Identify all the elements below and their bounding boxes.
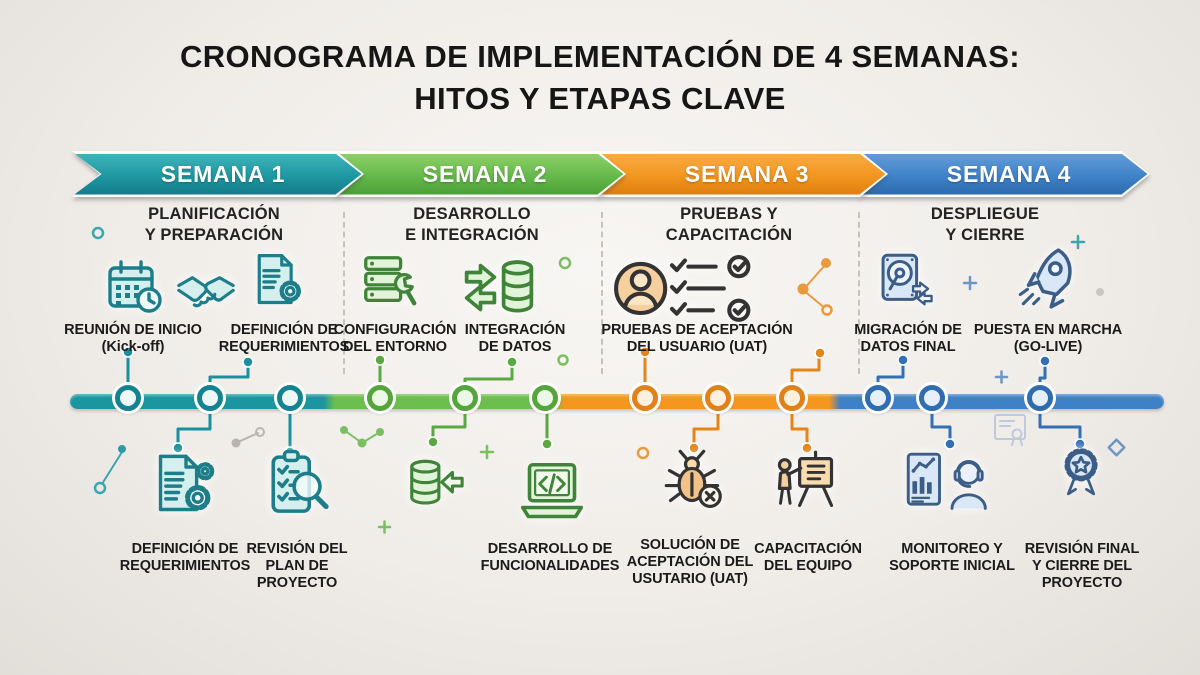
server-wrench-icon (358, 250, 420, 312)
timeline-node (705, 385, 731, 411)
banner-week-3-label: SEMANA 3 (684, 160, 810, 187)
column-separator (343, 212, 345, 374)
timeline-node (115, 385, 141, 411)
timeline-node (865, 385, 891, 411)
banner-week-3: SEMANA 3 (596, 151, 888, 197)
timeline-node (197, 385, 223, 411)
disk-migration-icon (876, 250, 936, 306)
banner-week-1: SEMANA 1 (72, 151, 364, 197)
data-sync-icon (462, 254, 536, 319)
timeline-node (779, 385, 805, 411)
milestone-label-team-training: CAPACITACIÓN DEL EQUIPO (754, 541, 862, 575)
milestone-label-feature-development: DESARROLLO DE FUNCIONALIDADES (480, 541, 620, 575)
phase-subtitle-week-1: PLANIFICACIÓN Y PREPARACIÓN (144, 205, 284, 244)
timeline-node (277, 385, 303, 411)
milestone-label-environment-setup: CONFIGURACIÓN DEL ENTORNO (333, 322, 457, 356)
milestone-label-requirements-bottom: DEFINICIÓN DE REQUERIMIENTOS (119, 541, 251, 575)
banner-week-2-label: SEMANA 2 (422, 160, 548, 187)
certificate-icon (994, 414, 1026, 446)
milestone-label-uat-fixes: SOLUCIÓN DE ACEPTACIÓN DEL USUTARIO (UAT… (626, 537, 754, 588)
timeline-node (919, 385, 945, 411)
phase-subtitle-week-3: PRUEBAS Y CAPACITACIÓN (665, 205, 793, 244)
award-ribbon-icon (1052, 444, 1110, 500)
document-gear-icon (248, 250, 308, 310)
monitoring-support-icon (902, 450, 1002, 510)
page-title: CRONOGRAMA DE IMPLEMENTACIÓN DE 4 SEMANA… (179, 39, 1021, 116)
banner-week-2: SEMANA 2 (334, 151, 626, 197)
milestone-label-monitoring-support: MONITOREO Y SOPORTE INICIAL (889, 541, 1015, 575)
user-checklist-icon (612, 253, 762, 324)
milestone-label-data-integration: INTEGRACIÓN DE DATOS (464, 322, 566, 356)
clipboard-magnifier-icon (262, 447, 334, 519)
timeline-bar (70, 394, 1164, 409)
banner-week-4: SEMANA 4 (858, 151, 1150, 197)
milestone-label-final-review: REVISIÓN FINAL Y CIERRE DEL PROYECTO (1024, 541, 1140, 592)
banner-week-1-label: SEMANA 1 (160, 160, 286, 187)
database-import-icon (404, 455, 466, 509)
milestone-label-requirements-top: DEFINICIÓN DE REQUERIMIENTOS (218, 322, 350, 356)
timeline-node (532, 385, 558, 411)
timeline-node (1027, 385, 1053, 411)
phase-subtitle-week-4: DESPLIEGUE Y CIERRE (930, 205, 1040, 244)
timeline-node (632, 385, 658, 411)
bug-fix-icon (662, 446, 724, 510)
laptop-code-icon (516, 458, 588, 521)
timeline-node (452, 385, 478, 411)
column-separator (601, 212, 603, 374)
week-banners: SEMANA 1 SEMANA 2 SEMANA 3 SEMANA 4 (72, 151, 1152, 197)
banner-week-4-label: SEMANA 4 (946, 160, 1072, 187)
training-presentation-icon (772, 448, 840, 510)
milestone-label-plan-review: REVISIÓN DEL PLAN DE PROYECTO (246, 541, 348, 592)
timeline-node (367, 385, 393, 411)
phase-subtitle-week-2: DESARROLLO E INTEGRACIÓN (405, 205, 539, 244)
column-separator (858, 212, 860, 374)
handshake-icon (171, 268, 241, 315)
milestone-label-uat: PRUEBAS DE ACEPTACIÓN DEL USUARIO (UAT) (601, 322, 793, 356)
calendar-clock-icon (104, 256, 168, 320)
rocket-icon (1012, 246, 1078, 312)
milestone-label-kickoff: REUNIÓN DE INICIO (Kick-off) (64, 322, 202, 356)
document-gears-icon (152, 450, 220, 518)
milestone-label-final-migration: MIGRACIÓN DE DATOS FINAL (854, 322, 962, 356)
milestone-label-go-live: PUESTA EN MARCHA (GO-LIVE) (973, 322, 1123, 356)
